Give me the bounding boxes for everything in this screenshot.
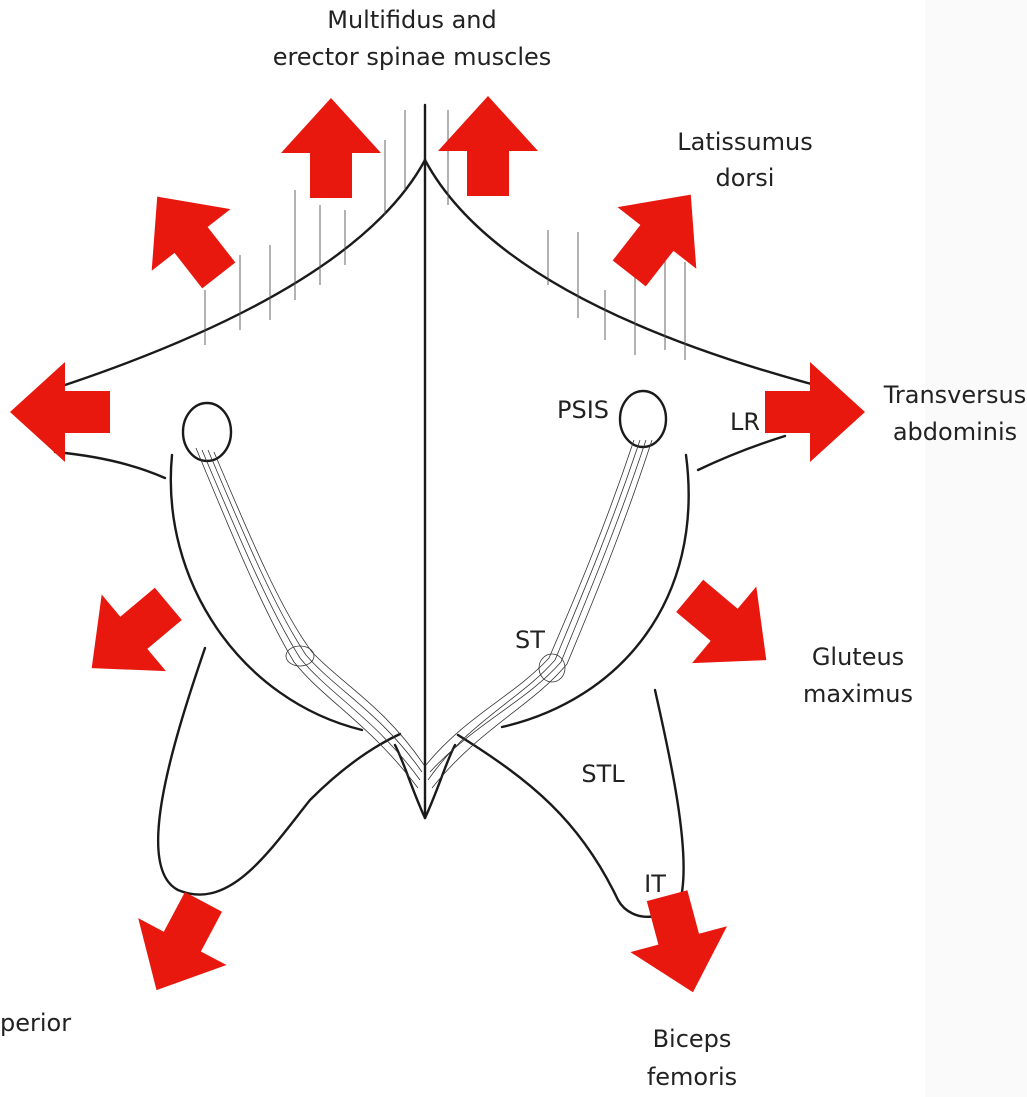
arrow-gluteus — [658, 558, 799, 699]
label-latissimus-1: Latissumus — [677, 128, 812, 156]
label-multifidus-1: Multifidus and — [327, 6, 497, 34]
arrow-multifidus-right — [438, 96, 538, 196]
label-multifidus-2: erector spinae muscles — [273, 43, 552, 71]
upper-left-fascia-curve — [50, 160, 425, 390]
right-psis-knob — [620, 391, 666, 447]
label-transversus-2: abdominis — [893, 418, 1017, 446]
label-stl: STL — [581, 760, 625, 788]
left-lateral-line — [55, 452, 165, 478]
label-st: ST — [515, 626, 545, 654]
label-lr: LR — [730, 408, 760, 436]
arrow-upper-left — [118, 166, 258, 306]
arrow-left-mid — [60, 566, 201, 707]
arrow-transversus-left — [10, 362, 110, 462]
label-latissimus-2: dorsi — [716, 164, 775, 192]
left-lower-lobe — [158, 648, 400, 895]
pull-arrows — [10, 96, 865, 1014]
label-gluteus-1: Gluteus — [812, 643, 904, 671]
label-it: IT — [644, 870, 666, 898]
arrow-latissimus — [590, 164, 730, 304]
arrow-multifidus-left — [281, 98, 381, 198]
label-gluteus-2: maximus — [803, 680, 913, 708]
label-superior-partial: perior — [0, 1009, 71, 1037]
label-transversus-1: Transversus — [883, 381, 1026, 409]
arrow-transversus-right — [765, 362, 865, 462]
label-biceps-2: femoris — [647, 1063, 737, 1091]
arrow-lower-left — [112, 878, 247, 1013]
left-psis-knob — [183, 403, 231, 461]
right-iliac-outline — [502, 455, 689, 727]
arrow-biceps — [619, 883, 741, 1005]
label-biceps-1: Biceps — [653, 1025, 732, 1053]
right-lateral-line — [698, 436, 785, 470]
right-apex-line — [425, 745, 455, 818]
right-margin-shade — [925, 0, 1027, 1097]
label-psis: PSIS — [557, 396, 609, 424]
left-iliac-outline — [171, 455, 362, 730]
